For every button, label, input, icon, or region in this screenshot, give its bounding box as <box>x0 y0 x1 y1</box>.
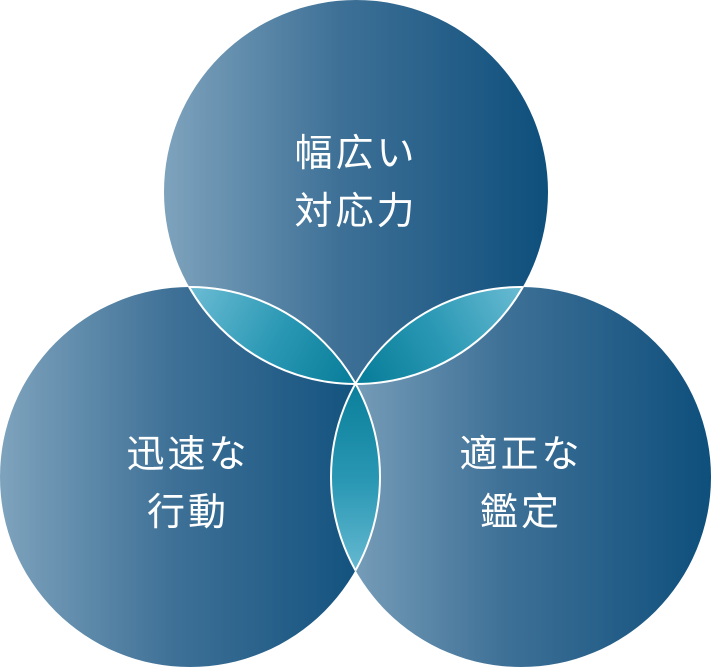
label-bottom-left-line-1: 迅速な <box>126 432 250 476</box>
label-bottom-right-line-1: 適正な <box>459 432 583 476</box>
label-bottom-left: 迅速な 行動 <box>126 425 249 541</box>
label-top: 幅広い 対応力 <box>294 124 417 240</box>
label-bottom-right: 適正な 鑑定 <box>459 425 582 541</box>
circle-bottom-left <box>0 287 380 667</box>
circle-bottom-right <box>331 287 711 667</box>
label-top-line-1: 幅広い <box>294 131 418 175</box>
label-bottom-left-line-2: 行動 <box>146 490 230 534</box>
label-bottom-right-line-2: 鑑定 <box>479 490 563 534</box>
circle-top <box>164 0 548 384</box>
label-top-line-2: 対応力 <box>294 189 418 233</box>
